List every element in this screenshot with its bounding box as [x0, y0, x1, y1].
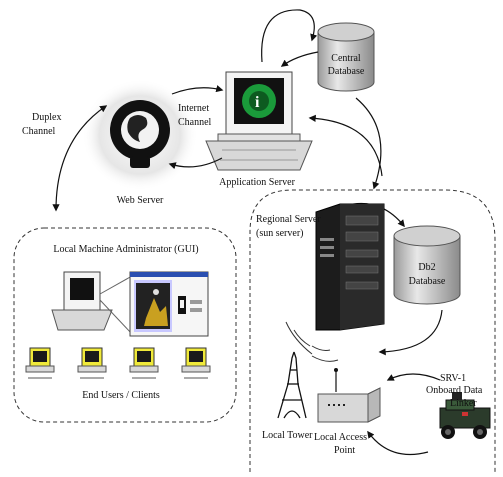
arrow-duplex: [52, 105, 108, 212]
arrow-central-loop: [261, 9, 318, 63]
arrow-regional-to-app: [308, 114, 383, 177]
srv-label-1: SRV-1: [440, 373, 466, 384]
access-point-label-2: Point: [334, 445, 355, 456]
arrow-robot-to-access: [386, 373, 441, 381]
regional-group: [249, 189, 496, 472]
globe-icon: [82, 79, 198, 191]
central-db-label-1: Central: [331, 53, 361, 64]
db2-database: Db2 Database: [393, 225, 461, 305]
arrow-db2-to-server: [378, 309, 443, 356]
gui-screenshot: [129, 271, 209, 337]
local-admin-label: Local Machine Administrator (GUI): [53, 244, 198, 255]
client-computer-1: [25, 347, 55, 379]
robot-icon: [439, 392, 491, 439]
router-icon: [317, 368, 381, 423]
web-server-label: Web Server: [117, 195, 164, 206]
regional-server-label-1: Regional Server: [256, 214, 321, 225]
application-server-label: Application Server: [219, 177, 295, 188]
duplex-channel-label-1: Duplex: [32, 112, 61, 123]
arrow-internet-out: [168, 157, 223, 170]
tower-icon: [277, 351, 307, 419]
access-point-label-1: Local Access: [314, 432, 367, 443]
local-admin-group: [13, 227, 237, 423]
srv-label-2: Onboard Data: [426, 385, 483, 396]
server-rack-icon: [315, 203, 385, 331]
client-computer-4: [181, 347, 211, 379]
srv-label-3: Linker: [450, 398, 477, 409]
db2-label-2: Database: [409, 276, 446, 287]
duplex-channel-label-2: Channel: [22, 126, 56, 137]
arrow-app-to-regional: [355, 97, 382, 190]
end-users-label: End Users / Clients: [82, 390, 160, 401]
arrow-internet-in: [171, 85, 224, 95]
arrow-access-to-robot: [367, 430, 429, 456]
local-tower-label: Local Tower: [262, 430, 313, 441]
workstation-icon: [51, 271, 133, 335]
internet-channel-label-2: Channel: [178, 117, 212, 128]
internet-channel-label-1: Internet: [178, 103, 209, 114]
regional-server-label-2: (sun server): [256, 228, 303, 239]
client-computer-2: [77, 347, 107, 379]
db2-label-1: Db2: [418, 262, 435, 273]
arrow-central-out: [280, 51, 319, 67]
application-server-icon: i: [205, 71, 313, 171]
central-db-label-2: Database: [328, 66, 365, 77]
client-computer-3: [129, 347, 159, 379]
signal-waves: [285, 321, 339, 362]
svg-text:i: i: [255, 94, 260, 111]
central-database: Central Database: [317, 22, 375, 92]
